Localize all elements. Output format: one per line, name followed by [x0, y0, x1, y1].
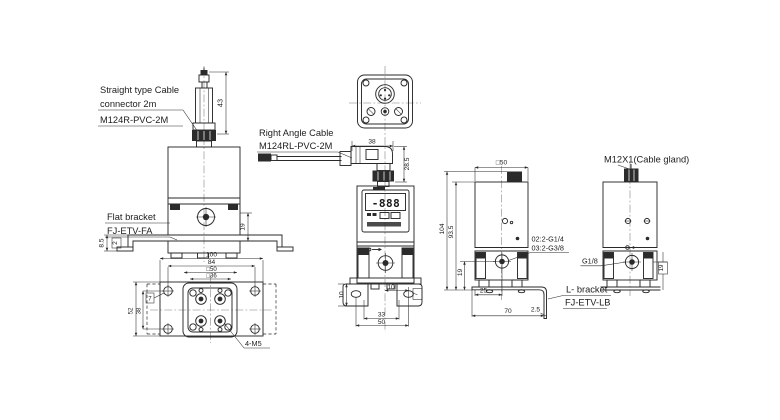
dim-93-5: 93.5 — [448, 225, 455, 238]
dim-2-5: 2.5 — [531, 307, 540, 314]
dim-19-side: 19 — [457, 269, 464, 277]
dim-2-boxed: 2 — [112, 241, 119, 245]
dim-cable-width: 38 — [351, 139, 394, 151]
side-bottom-dims: 25 70 2.5 — [471, 270, 547, 318]
flat-bracket-shape — [116, 234, 294, 252]
dim-bottom-height-stack: 52 38 7 — [128, 281, 165, 337]
dim-7-boxed-front: 7 — [413, 292, 420, 296]
thread-callout-4m5: 4-M5 — [245, 339, 262, 348]
dim-10-top: 10 — [387, 284, 395, 291]
flat-bracket-label: Flat bracket — [107, 212, 156, 222]
bottom-view: 100 84 □50 □36 52 38 7 4-M5 — [128, 252, 277, 349]
flow-arrow-icon — [378, 247, 382, 252]
straight-cable-label-line2: connector 2m — [100, 99, 157, 109]
dim-84: 84 — [208, 259, 216, 266]
digital-display-value: -888 — [372, 197, 401, 210]
dim-bottom-width-stack: 100 84 □50 □36 — [159, 252, 264, 286]
side-body — [474, 171, 529, 288]
straight-cable-label-line1: Straight type Cable — [100, 85, 179, 95]
dim-10-left: 10 — [339, 291, 346, 299]
straight-cable-part-number: M124R-PVC-2M — [100, 115, 168, 125]
display-button-down — [390, 212, 401, 219]
l-bracket-callout: L- bracket FJ-ETV-LB — [547, 285, 611, 309]
port-option-g14: 02:2-G1/4 — [532, 235, 564, 244]
dim-28-5: 28.5 — [404, 157, 411, 170]
bracket-mounting-holes — [162, 285, 261, 335]
flow-arrow-icon-rear — [631, 246, 635, 249]
front-bottom-dims: 10 10 7 33 50 — [338, 283, 423, 327]
m12-connector-top — [375, 84, 395, 104]
dim-104: 104 — [439, 223, 446, 234]
dim-square-50: □50 — [474, 160, 529, 181]
dim-8-5: 8.5 — [99, 238, 106, 247]
l-bracket-part-number: FJ-ETV-LB — [565, 298, 610, 308]
dim-bracket-drop: 8.5 2 — [99, 234, 128, 252]
l-bracket-shape — [471, 286, 547, 319]
dim-port-block-height-left: 19 — [240, 212, 252, 241]
top-view — [357, 74, 413, 129]
dim-cable-height: 28.5 — [394, 146, 411, 183]
straight-cable-side-view: Straight type Cable connector 2m M124R-P… — [98, 66, 294, 262]
dim-sq50-bottom: □50 — [206, 266, 217, 273]
flat-bracket-part-number: FJ-ETV-FA — [107, 226, 153, 236]
dim-100: 100 — [206, 252, 217, 259]
dim-38-cable: 38 — [368, 139, 376, 146]
dim-19-boxed-rear: 19 — [653, 252, 668, 290]
dim-43: 43 — [216, 99, 225, 107]
straight-connector — [192, 67, 216, 148]
dim-38: 38 — [136, 307, 143, 314]
front-body: -888 — [342, 185, 423, 307]
gauge-port-callout: G1/8 — [580, 257, 627, 267]
dim-70: 70 — [504, 308, 512, 315]
l-bracket-label: L- bracket — [566, 285, 608, 295]
right-angle-cable-label: Right Angle Cable — [259, 128, 333, 138]
dim-19-left-view: 19 — [240, 223, 247, 231]
dim-sq50-side: □50 — [496, 160, 508, 167]
gland-body — [600, 164, 661, 294]
cable-gland-label: M12X1(Cable gland) — [604, 155, 689, 165]
display-button-up — [379, 212, 390, 219]
dim-50: 50 — [378, 319, 386, 326]
front-view-group: Right Angle Cable M124RL-PVC-2M 38 — [257, 66, 423, 332]
dim-33: 33 — [378, 312, 386, 319]
side-height-dims: 104 93.5 19 — [439, 171, 507, 291]
body-screws — [189, 288, 232, 332]
right-angle-cable-assembly — [258, 146, 394, 187]
g18-port-label: G1/8 — [582, 257, 598, 266]
side-view-l-bracket: □50 — [439, 160, 611, 319]
dim-25: 25 — [480, 287, 488, 294]
cable-gland-view: M12X1(Cable gland) — [580, 155, 689, 296]
dim-7-boxed-bottom: 7 — [148, 296, 152, 303]
right-angle-cable-part-number: M124RL-PVC-2M — [259, 141, 332, 151]
brand-text-area — [367, 222, 401, 227]
dim-sq36-bottom: □36 — [206, 273, 217, 280]
straight-view-body — [167, 146, 241, 259]
port-option-callout: 02:2-G1/4 03:2-G3/8 — [508, 235, 569, 261]
dim-19-rear: 19 — [658, 264, 665, 271]
dim-52: 52 — [128, 307, 135, 314]
dim-connector-height: 43 — [209, 71, 229, 135]
port-option-g38: 03:2-G3/8 — [532, 244, 564, 253]
m5-thread-holes — [195, 293, 226, 327]
